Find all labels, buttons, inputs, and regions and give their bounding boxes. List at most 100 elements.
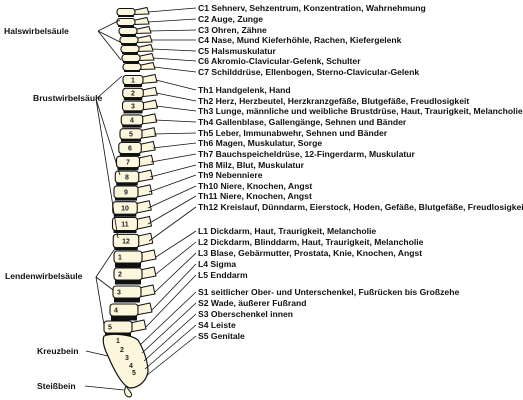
segment-labels: C1 Sehnerv, Sehzentrum, Konzentration, W… bbox=[198, 3, 523, 341]
leader-line bbox=[151, 263, 197, 311]
vertebra-thoracic: 3 bbox=[121, 99, 159, 114]
leader-line bbox=[143, 313, 197, 362]
leader-line bbox=[154, 252, 197, 293]
region-bracket-line bbox=[97, 19, 121, 32]
leader-line bbox=[155, 105, 197, 112]
segment-label: L3 Blase, Gebärmutter, Prostata, Knie, K… bbox=[198, 248, 422, 258]
leader-line bbox=[145, 335, 197, 377]
intervertebral-disc bbox=[124, 70, 140, 72]
region-label-lumbar: Lendenwirbelsäule bbox=[5, 271, 83, 281]
intervertebral-disc bbox=[120, 34, 136, 36]
leader-line bbox=[152, 57, 197, 62]
segment-label: L5 Enddarm bbox=[198, 270, 248, 280]
leader-line bbox=[147, 7, 197, 13]
leader-line bbox=[148, 206, 197, 242]
region-bracket-line bbox=[84, 385, 125, 391]
segment-label: Th7 Bauchspeicheldrüse, 12-Fingerdarm, M… bbox=[198, 149, 415, 159]
vertebra-thoracic: 7 bbox=[115, 154, 155, 171]
vertebra-number: 2 bbox=[131, 91, 135, 98]
segment-label: Th5 Leber, Immunabwehr, Sehnen und Bände… bbox=[198, 128, 388, 138]
vertebra-cervical bbox=[118, 25, 152, 36]
vertebra-number: 1 bbox=[118, 255, 122, 262]
vertebra-number: 9 bbox=[124, 190, 128, 197]
sacral-number: 1 bbox=[116, 338, 120, 345]
leader-line bbox=[148, 174, 197, 193]
leader-line bbox=[149, 29, 197, 32]
intervertebral-disc bbox=[115, 197, 137, 201]
sacrum-shape bbox=[102, 333, 149, 389]
vertebra-thoracic: 1 bbox=[122, 73, 158, 87]
leader-line bbox=[151, 48, 197, 52]
vertebra-thoracic: 4 bbox=[120, 113, 158, 128]
leader-line bbox=[155, 230, 197, 258]
vertebra-lumbar: 2 bbox=[113, 266, 157, 285]
leader-line bbox=[141, 302, 197, 354]
sacral-number: 2 bbox=[120, 347, 124, 354]
region-bracket-line bbox=[95, 249, 115, 278]
vertebra-number: 7 bbox=[126, 160, 130, 167]
vertebra-number: 2 bbox=[118, 272, 122, 279]
region-bracket-line bbox=[95, 75, 123, 100]
segment-label: Th9 Nebenniere bbox=[198, 170, 263, 180]
leader-line bbox=[144, 324, 197, 370]
vertebra-number: 4 bbox=[130, 118, 134, 125]
vertebra-body bbox=[121, 53, 141, 63]
segment-label: Th11 Niere, Knochen, Angst bbox=[198, 191, 312, 201]
segment-label: Th6 Magen, Muskulatur, Sorge bbox=[198, 138, 322, 148]
segment-label: S5 Genitale bbox=[198, 331, 245, 341]
segment-label: L4 Sigma bbox=[198, 259, 236, 269]
intervertebral-disc bbox=[114, 247, 138, 251]
vertebra-body bbox=[120, 44, 140, 54]
region-bracket-line bbox=[95, 98, 121, 176]
vertebra-number: 5 bbox=[129, 132, 133, 139]
segment-label: S4 Leiste bbox=[198, 320, 236, 330]
vertebra-thoracic: 6 bbox=[118, 140, 156, 156]
intervertebral-disc bbox=[124, 84, 142, 87]
vertebra-number: 3 bbox=[117, 290, 121, 297]
vertebra-number: 6 bbox=[128, 146, 132, 153]
intervertebral-disc bbox=[119, 153, 141, 156]
vertebra-number: 1 bbox=[131, 78, 135, 85]
vertebra-number: 5 bbox=[108, 325, 112, 332]
vertebra-thoracic: 9 bbox=[113, 184, 153, 201]
leader-line bbox=[147, 18, 197, 23]
vertebra-thoracic: 12 bbox=[112, 232, 154, 251]
region-label-thoracic: Brustwirbelsäule bbox=[33, 93, 102, 103]
intervertebral-disc bbox=[121, 138, 141, 142]
segment-label: S3 Oberschenkel innen bbox=[198, 309, 293, 319]
vertebra-lumbar: 3 bbox=[112, 284, 156, 303]
region-bracket-line bbox=[95, 276, 105, 326]
segment-label: S2 Wade, äußerer Fußrand bbox=[198, 298, 307, 308]
intervertebral-disc bbox=[122, 124, 142, 128]
vertebra-thoracic: 8 bbox=[114, 169, 154, 186]
segment-label: Th1 Handgelenk, Hand bbox=[198, 85, 291, 95]
segment-label: C4 Nase, Mund Kieferhöhle, Rachen, Kiefe… bbox=[198, 35, 402, 45]
vertebra-body bbox=[118, 26, 138, 36]
vertebra-number: 4 bbox=[114, 308, 118, 315]
segment-label: Th12 Kreislauf, Dünndarm, Eierstock, Hod… bbox=[198, 202, 523, 212]
intervertebral-disc bbox=[118, 15, 134, 17]
vertebra-thoracic: 2 bbox=[122, 86, 158, 101]
intervertebral-disc bbox=[113, 213, 137, 217]
intervertebral-disc bbox=[115, 262, 141, 268]
region-label-cervical: Halswirbelsäule bbox=[4, 26, 69, 36]
intervertebral-disc bbox=[123, 97, 143, 101]
intervertebral-disc bbox=[116, 182, 138, 186]
segment-label: Th8 Milz, Blut, Muskulatur bbox=[198, 160, 305, 170]
segment-label: C5 Halsmuskulatur bbox=[198, 46, 277, 56]
leader-line bbox=[155, 92, 197, 102]
vertebra-cervical bbox=[116, 6, 150, 17]
vertebra-body bbox=[122, 62, 142, 72]
vertebra-thoracic: 10 bbox=[112, 200, 152, 217]
vertebra-number: 11 bbox=[121, 222, 129, 229]
intervertebral-disc bbox=[117, 167, 139, 171]
vertebra-cervical bbox=[119, 34, 153, 45]
sacral-number: 4 bbox=[129, 363, 133, 370]
leader-line bbox=[154, 119, 197, 123]
vertebra-body bbox=[116, 7, 136, 17]
vertebra-number: 12 bbox=[122, 239, 130, 246]
vertebra-number: 8 bbox=[125, 175, 129, 182]
segment-label: Th3 Lunge, männliche und weibliche Brust… bbox=[198, 106, 523, 116]
segment-label: C2 Auge, Zunge bbox=[198, 14, 263, 24]
